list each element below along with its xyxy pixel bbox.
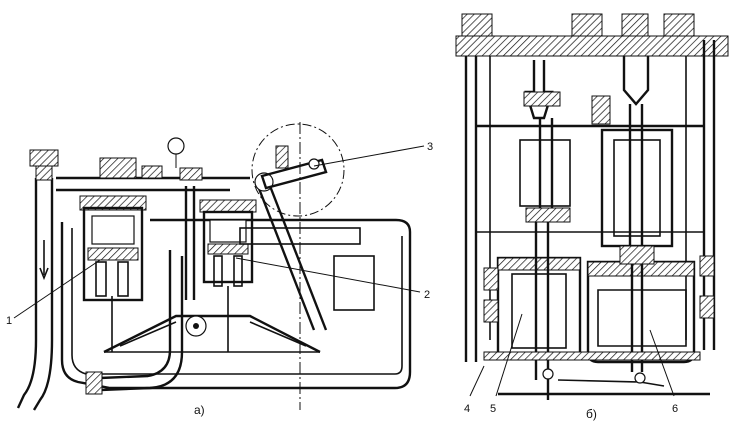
right-leaders xyxy=(469,313,675,397)
callout-5: 5 xyxy=(490,403,496,415)
callout-4: 4 xyxy=(464,403,470,415)
callout-1: 1 xyxy=(6,315,12,327)
callout-2: 2 xyxy=(424,289,430,301)
caption-a: а) xyxy=(194,403,205,417)
left-leaders xyxy=(13,145,425,319)
callout-3: 3 xyxy=(427,141,433,153)
left-view xyxy=(16,122,412,411)
caption-b: б) xyxy=(586,407,597,421)
callout-6: 6 xyxy=(672,403,678,415)
right-view xyxy=(455,13,729,400)
